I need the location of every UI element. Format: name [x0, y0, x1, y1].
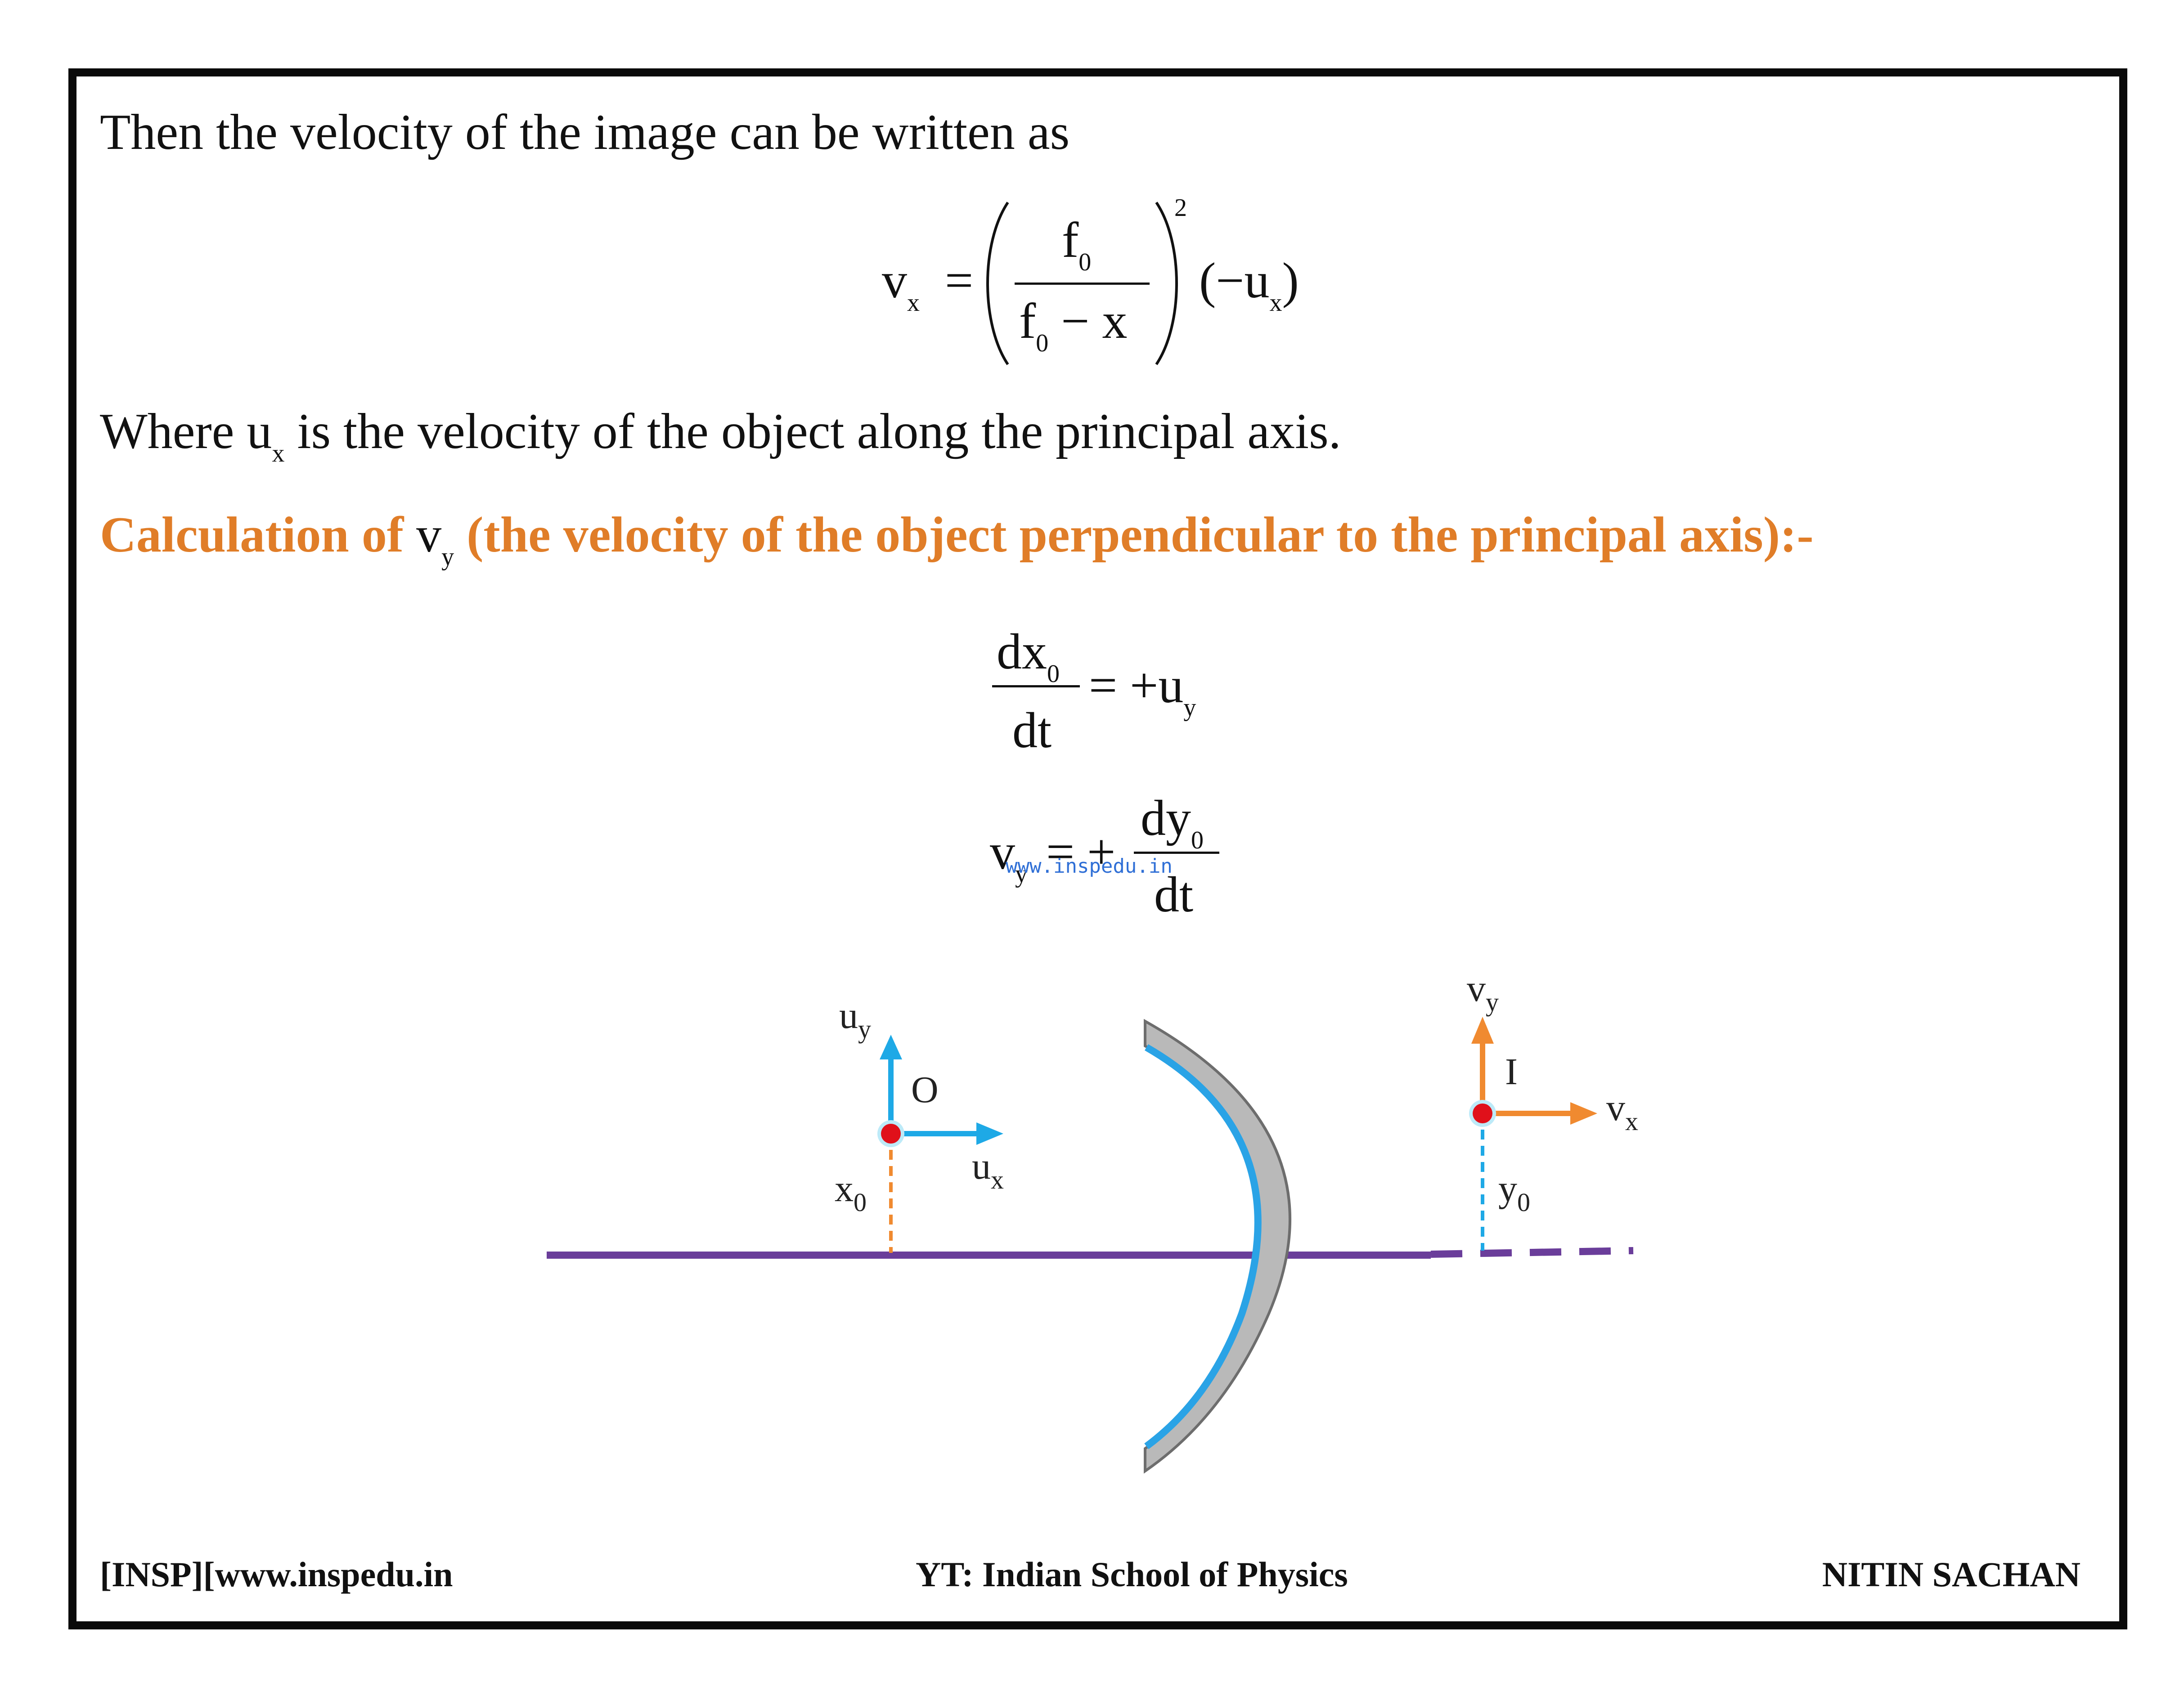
concave-mirror: [1144, 1018, 1291, 1474]
eq3-fraction-bar: [1134, 852, 1219, 854]
ux-arrowhead: [976, 1122, 1003, 1145]
eq1-equals: =: [945, 253, 974, 309]
vx-arrowhead: [1570, 1102, 1597, 1125]
object-point: [881, 1124, 901, 1144]
eq1-fraction-bar: [1015, 283, 1150, 285]
where-prefix: Where u: [100, 404, 272, 459]
where-text: Where ux is the velocity of the object a…: [100, 403, 1341, 467]
heading-sub: y: [441, 543, 454, 571]
eq1-power: 2: [1174, 194, 1187, 222]
eq3-lhs-sub: y: [1015, 860, 1028, 888]
uy-label: uy: [839, 995, 871, 1044]
eq3-lhs: v: [990, 824, 1015, 880]
eq2-num-sub: 0: [1047, 660, 1060, 688]
object-label: O: [911, 1069, 939, 1111]
vx-label: vx: [1606, 1087, 1638, 1136]
heading-var: v: [416, 507, 442, 563]
principal-axis-dashed: [1430, 1247, 1634, 1258]
image-point-group: [1469, 1017, 1597, 1251]
eq3-rhs-sign: = +: [1046, 824, 1116, 880]
intro-text: Then the velocity of the image can be wr…: [100, 103, 1070, 162]
eq1-rhs-close: ): [1282, 253, 1299, 309]
eq2-rhs-sub: y: [1183, 694, 1196, 722]
eq2-fraction-bar: [992, 685, 1080, 687]
eq1-rhs: −u: [1216, 253, 1270, 309]
x0-label: x0: [835, 1168, 867, 1217]
watermark-text: www.inspedu.in: [1006, 855, 1173, 878]
eq3-num: dy: [1141, 790, 1191, 846]
where-sub: x: [272, 440, 285, 467]
image-label: I: [1505, 1051, 1518, 1093]
ux-label: ux: [972, 1145, 1004, 1194]
footer-left: [INSP][www.inspedu.in: [100, 1555, 453, 1594]
eq1-lhs-sub: x: [907, 289, 920, 317]
image-point: [1473, 1104, 1492, 1123]
intro-line: Then the velocity of the image can be wr…: [100, 104, 1070, 160]
eq1-den-sub: 0: [1036, 329, 1049, 357]
vy-label: vy: [1467, 968, 1499, 1017]
eq3-den: dt: [1154, 867, 1194, 923]
eq1-left-paren: [986, 202, 1009, 365]
eq1-num: f: [1062, 212, 1079, 268]
heading-prefix: Calculation of: [100, 507, 417, 563]
vy-arrowhead: [1471, 1017, 1494, 1044]
where-suffix: is the velocity of the object along the …: [284, 404, 1341, 459]
eq2-den: dt: [1012, 703, 1052, 758]
eq2-rhs: = +u: [1089, 658, 1184, 713]
eq3-num-sub: 0: [1191, 826, 1204, 854]
footer-right: NITIN SACHAN: [1822, 1555, 2081, 1594]
eq1-right-paren: [1155, 202, 1178, 365]
eq1-lhs: v: [882, 253, 907, 309]
eq1-den-rest: − x: [1048, 293, 1128, 349]
page-frame: [68, 68, 2127, 1629]
eq1-rhs-open: (: [1199, 253, 1216, 309]
footer-center: YT: Indian School of Physics: [916, 1555, 1348, 1594]
eq1-rhs-sub: x: [1269, 289, 1282, 317]
object-point-group: [877, 1035, 1003, 1253]
section-heading: Calculation of vy (the velocity of the o…: [100, 506, 1814, 571]
uy-arrowhead: [880, 1035, 902, 1059]
eq1-num-sub: 0: [1079, 248, 1092, 276]
y0-label: y0: [1498, 1168, 1530, 1217]
eq1-den-f: f: [1019, 293, 1036, 349]
heading-suffix: (the velocity of the object perpendicula…: [454, 507, 1814, 563]
eq2-num: dx: [997, 624, 1047, 680]
